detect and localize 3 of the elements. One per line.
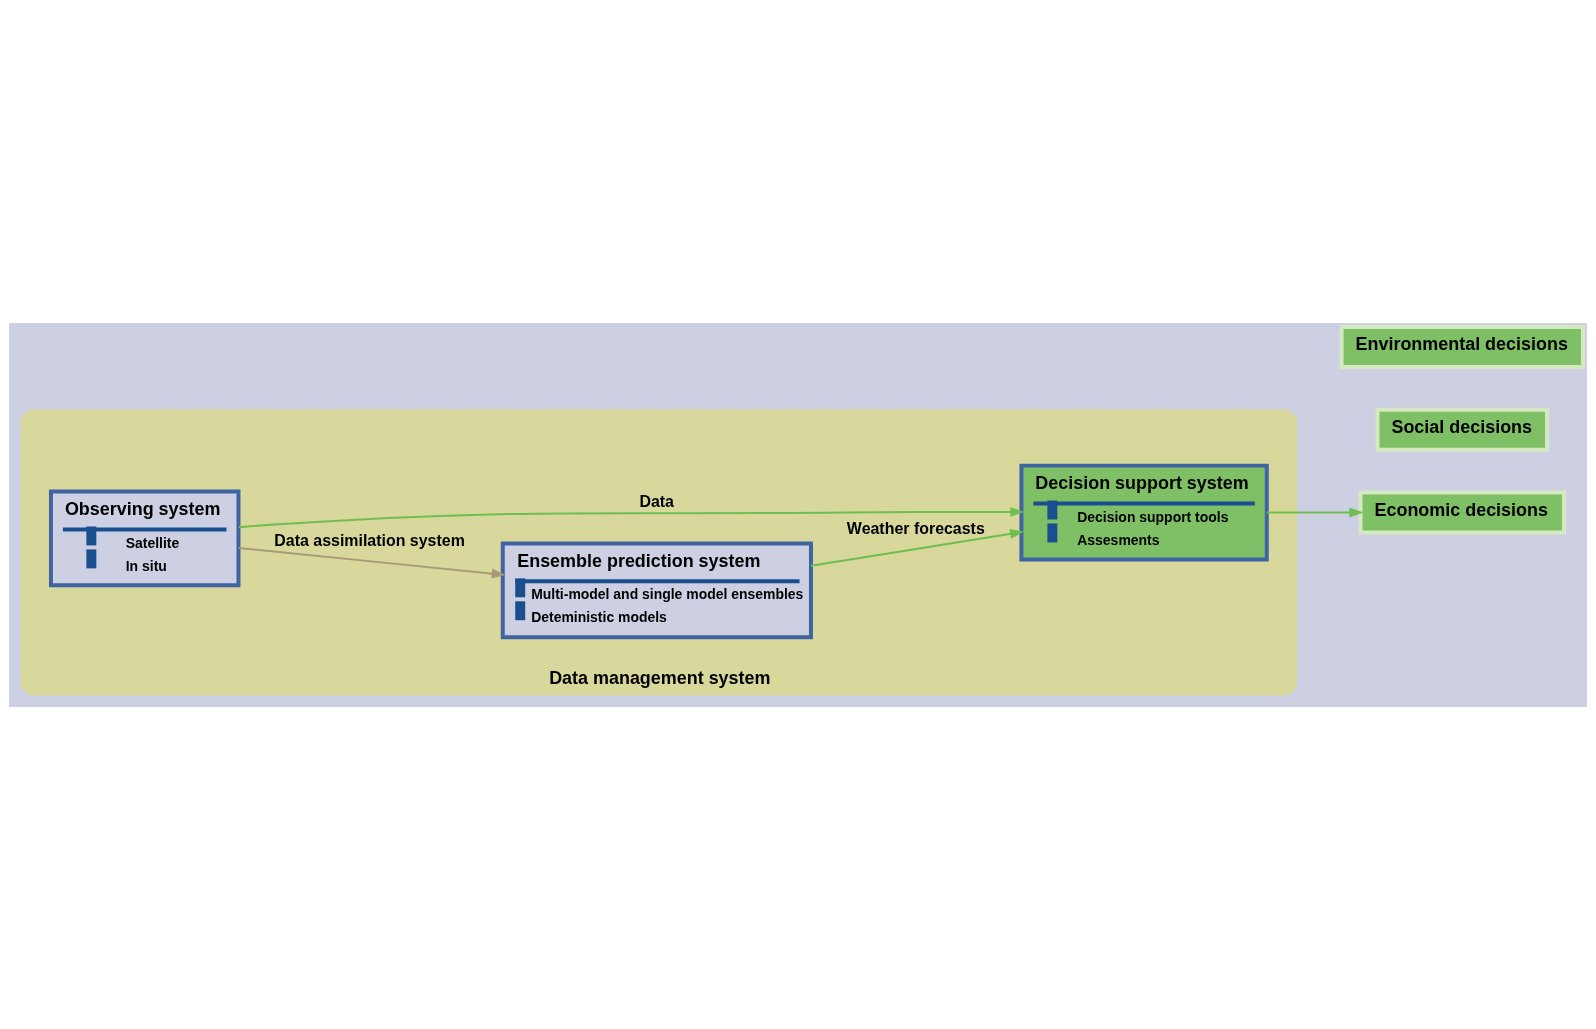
edge-label: Weather forecasts xyxy=(846,519,985,537)
edge-label: Data xyxy=(639,492,674,510)
edge-label: Data assimilation system xyxy=(274,531,465,549)
